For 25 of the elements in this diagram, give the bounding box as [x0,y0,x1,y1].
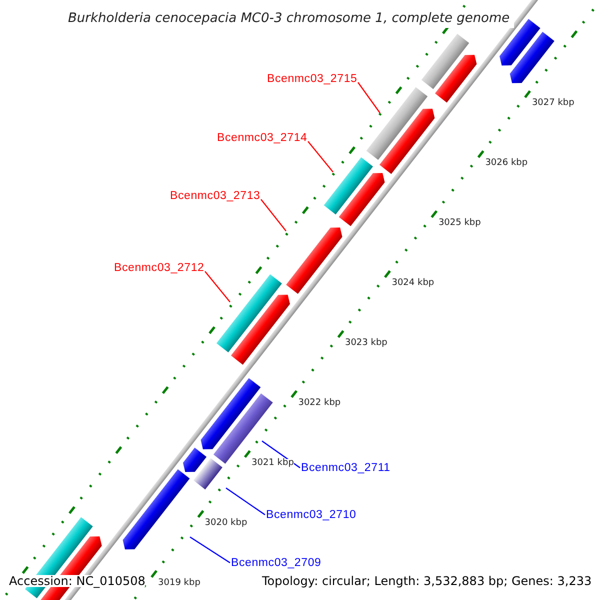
leader-line [190,536,230,564]
leader-line [204,271,230,302]
scale-label: 3020 kbp [204,519,248,528]
scale-label: 3021 kbp [252,459,294,468]
scale-label: 3026 kbp [485,159,528,168]
gene-label: Bcenmc03_2715 [267,73,358,85]
footer-text: Topology: circular; Length: 3,532,883 bp; Genes: 3,233 [262,575,592,587]
leader-line [226,488,266,516]
leader-line [262,440,300,468]
scale-label: 3025 kbp [438,219,481,228]
scale-label: 3027 kbp [532,99,574,108]
scale-label: 3022 kbp [298,399,341,408]
leader-line [260,199,286,232]
footer-text: Accession: NC_010508 [9,575,146,587]
leader-line [358,82,380,114]
gene-label: Bcenmc03_2712 [114,262,204,274]
leader-line [308,141,334,172]
gene-label: Bcenmc03_2709 [231,557,322,569]
gene-label: Bcenmc03_2714 [217,132,308,144]
scale-label: 3019 kbp [158,578,200,588]
scale-label: 3023 kbp [344,339,388,348]
gene-label: Bcenmc03_2713 [170,190,260,202]
gene-label: Bcenmc03_2710 [266,509,356,521]
scale-label: 3024 kbp [392,279,434,288]
gene-label: Bcenmc03_2711 [301,462,390,474]
